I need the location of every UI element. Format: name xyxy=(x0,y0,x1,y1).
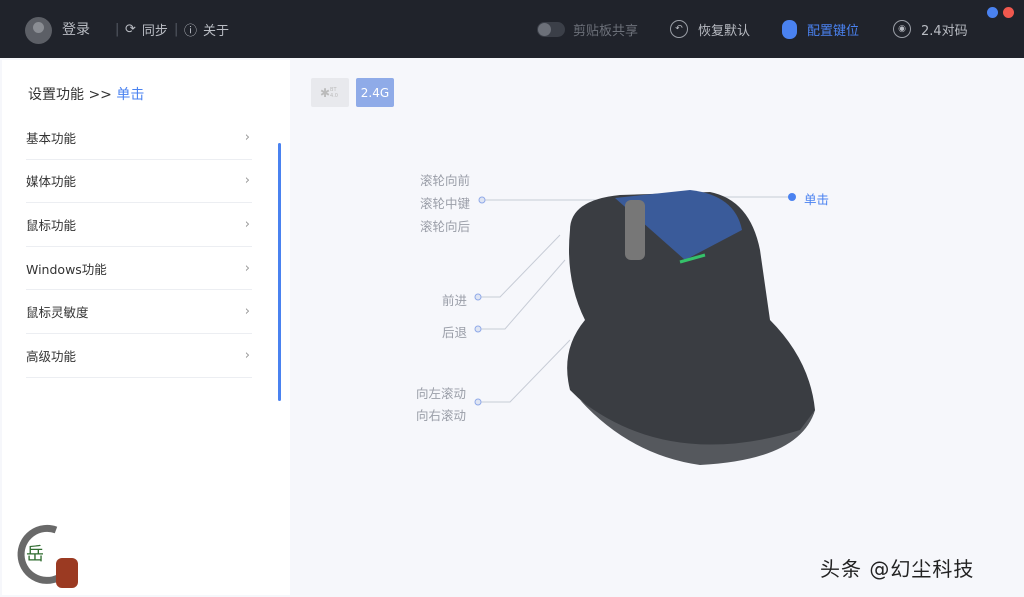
chevron-right-icon: › xyxy=(244,129,250,145)
close-button[interactable] xyxy=(1003,7,1014,18)
toggle-switch[interactable] xyxy=(537,21,565,37)
label-back[interactable]: 后退 xyxy=(442,325,468,340)
configure-keys-button[interactable]: 配置键位 xyxy=(782,0,859,58)
menu-item-mouse[interactable]: 鼠标功能 › xyxy=(26,203,252,247)
bluetooth-mode-button[interactable]: ✱BT 4.0 xyxy=(311,78,349,107)
chevron-right-icon: › xyxy=(244,173,250,189)
brand-logo: 岳 xyxy=(17,524,78,588)
divider: | xyxy=(174,21,179,37)
sync-icon: ⟳ xyxy=(125,21,136,37)
label-scroll-left[interactable]: 向左滚动 xyxy=(416,386,467,401)
pairing-label: 2.4对码 xyxy=(921,23,968,39)
scrollbar[interactable] xyxy=(278,143,281,401)
breadcrumb-parent: 设置功能 >> xyxy=(28,87,112,103)
sync-button[interactable]: ⟳ 同步 xyxy=(125,0,168,58)
chevron-right-icon: › xyxy=(244,304,250,320)
label-click[interactable]: 单击 xyxy=(804,192,830,207)
menu-item-label: Windows功能 xyxy=(26,261,107,277)
breadcrumb-current: 单击 xyxy=(116,87,145,103)
menu-item-label: 鼠标灵敏度 xyxy=(26,305,89,321)
menu-item-media[interactable]: 媒体功能 › xyxy=(26,160,252,204)
pairing-button[interactable]: ◉ 2.4对码 xyxy=(893,0,968,58)
wireless-icon: ◉ xyxy=(893,20,911,38)
about-button[interactable]: ⓘ 关于 xyxy=(184,0,229,58)
minimize-button[interactable] xyxy=(987,7,998,18)
watermark: 头条 @幻尘科技 xyxy=(820,557,975,581)
label-scroll-right[interactable]: 向右滚动 xyxy=(416,408,467,423)
mouse-illustration xyxy=(474,190,815,465)
menu-item-windows[interactable]: Windows功能 › xyxy=(26,247,252,291)
menu-item-basic[interactable]: 基本功能 › xyxy=(26,116,252,160)
label-wheel-forward[interactable]: 滚轮向前 xyxy=(420,173,471,188)
menu-item-label: 鼠标功能 xyxy=(26,217,77,233)
avatar[interactable] xyxy=(25,17,52,44)
selected-button-marker xyxy=(788,193,796,201)
top-bar: 登录 | ⟳ 同步 | ⓘ 关于 剪贴板共享 ↶ 恢复默认 配置键位 ◉ 2.4对码 xyxy=(0,0,1024,58)
login-label: 登录 xyxy=(62,22,90,38)
sync-label: 同步 xyxy=(141,23,168,39)
menu-item-label: 高级功能 xyxy=(26,348,77,364)
function-menu: 基本功能 › 媒体功能 › 鼠标功能 › Windows功能 › 鼠标灵敏度 › 高级功能… xyxy=(26,116,252,378)
bluetooth-icon: ✱ xyxy=(319,85,331,100)
label-wheel-middle[interactable]: 滚轮中键 xyxy=(420,196,471,211)
menu-item-sensitivity[interactable]: 鼠标灵敏度 › xyxy=(26,290,252,334)
menu-item-label: 媒体功能 xyxy=(26,174,77,190)
menu-item-advanced[interactable]: 高级功能 › xyxy=(26,334,252,378)
restore-default-button[interactable]: ↶ 恢复默认 xyxy=(670,0,750,58)
bt-label: BT 4.0 xyxy=(330,86,338,99)
mouse-icon xyxy=(782,19,797,39)
label-wheel-back[interactable]: 滚轮向后 xyxy=(420,219,471,234)
info-icon: ⓘ xyxy=(184,23,198,39)
restore-icon: ↶ xyxy=(670,20,688,38)
label-forward[interactable]: 前进 xyxy=(442,293,468,308)
clipboard-share-label: 剪贴板共享 xyxy=(573,23,639,39)
menu-item-label: 基本功能 xyxy=(26,130,77,146)
login-button[interactable]: 登录 xyxy=(62,0,90,58)
24g-label: 2.4G xyxy=(360,85,390,100)
restore-default-label: 恢复默认 xyxy=(698,23,751,39)
svg-text:岳: 岳 xyxy=(26,544,44,565)
about-label: 关于 xyxy=(203,23,230,39)
chevron-right-icon: › xyxy=(244,260,250,276)
divider: | xyxy=(115,21,120,37)
chevron-right-icon: › xyxy=(244,216,250,232)
sidebar: 设置功能 >> 单击 基本功能 › 媒体功能 › 鼠标功能 › Windows功能 › … xyxy=(2,60,290,595)
breadcrumb: 设置功能 >> 单击 xyxy=(28,84,144,104)
configure-keys-label: 配置键位 xyxy=(807,23,860,39)
chevron-right-icon: › xyxy=(244,347,250,363)
24g-mode-button[interactable]: 2.4G xyxy=(356,78,394,107)
clipboard-share-toggle[interactable]: 剪贴板共享 xyxy=(537,0,638,58)
